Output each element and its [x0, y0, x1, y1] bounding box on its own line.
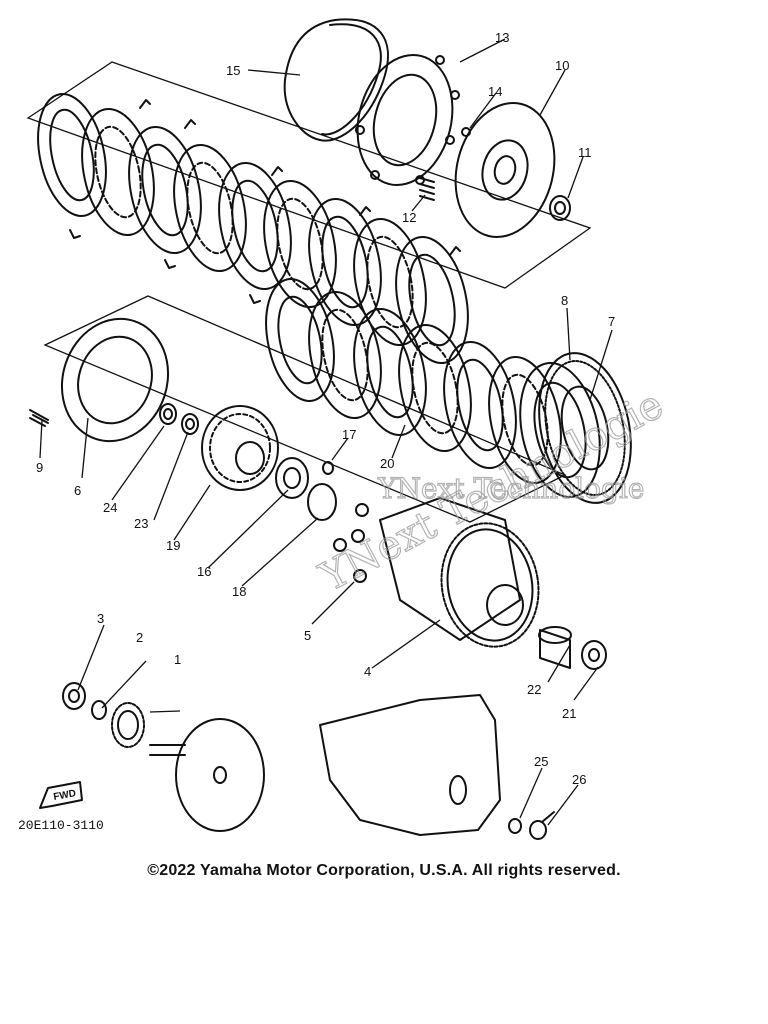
part-8-friction-plate: [519, 362, 601, 498]
callout-25: 25: [534, 754, 548, 769]
callout-18: 18: [232, 584, 246, 599]
upper-clutch-plates: [37, 92, 469, 364]
part-3-nut: [62, 682, 86, 710]
part-2-lockwasher: [91, 700, 107, 720]
callout-11: 11: [578, 145, 592, 160]
callout-1: 1: [174, 652, 181, 667]
callout-26: 26: [572, 772, 586, 787]
part-25-washer: [508, 818, 522, 834]
part-18-ring: [307, 483, 337, 521]
callout-14: 14: [488, 84, 502, 99]
callout-17: 17: [342, 427, 356, 442]
lower-clutch-plates: [265, 277, 562, 484]
part-5-balls: [333, 503, 369, 583]
part-21-washer: [581, 640, 607, 670]
part-9-bolt: [29, 409, 49, 427]
catalog-code: 20E110-3110: [18, 818, 104, 833]
part-23-washer: [181, 413, 199, 435]
callout-8: 8: [561, 293, 568, 308]
callout-6: 6: [74, 483, 81, 498]
part-10-clutch-boss: [454, 102, 556, 238]
part-22-sleeve: [538, 626, 572, 669]
callout-3: 3: [97, 611, 104, 626]
part-12-spring: [419, 177, 435, 201]
fwd-label: FWD: [53, 788, 77, 803]
upper-plate-group-outline: [26, 61, 592, 289]
part-19-gear: [201, 405, 279, 491]
part-4-clutch-housing: [379, 497, 540, 648]
callout-21: 21: [562, 706, 576, 721]
leader-lines: [39, 38, 613, 826]
part-11-nut: [549, 195, 571, 221]
callout-7: 7: [608, 314, 615, 329]
part-1-primary-gear: [111, 702, 145, 748]
part-16-collar: [275, 457, 309, 499]
callout-15: 15: [226, 63, 240, 78]
callout-4: 4: [364, 664, 371, 679]
copyright-notice: ©2022 Yamaha Motor Corporation, U.S.A. A…: [147, 862, 621, 879]
part-26-bolt: [529, 811, 555, 840]
callout-19: 19: [166, 538, 180, 553]
callout-12: 12: [402, 210, 416, 225]
callout-10: 10: [555, 58, 569, 73]
crankshaft: [149, 718, 265, 832]
fwd-arrow-icon: FWD: [39, 781, 83, 809]
callout-24: 24: [103, 500, 117, 515]
callout-2: 2: [136, 630, 143, 645]
watermark-line1: YNext Technologie: [377, 472, 644, 505]
part-6-plate: [60, 317, 170, 443]
callout-23: 23: [134, 516, 148, 531]
callout-numbers: 1 2 3 4 5 6 7 8 9 10 11 12 13 14 15 16 1…: [36, 30, 615, 787]
part-24-washer: [159, 403, 177, 425]
callout-13: 13: [495, 30, 509, 45]
callout-20: 20: [380, 456, 394, 471]
callout-16: 16: [197, 564, 211, 579]
callout-22: 22: [527, 682, 541, 697]
part-13-pressure-plate: [355, 54, 460, 186]
crankcase: [319, 694, 501, 836]
callout-9: 9: [36, 460, 43, 475]
callout-5: 5: [304, 628, 311, 643]
part-17-pin: [322, 461, 334, 475]
